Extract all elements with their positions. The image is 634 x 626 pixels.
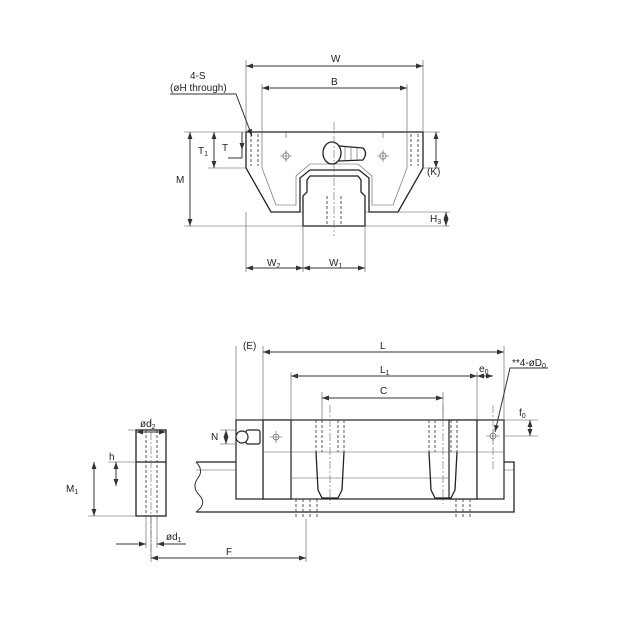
end-plate-left [262, 419, 292, 500]
callout-4s-line2: (øH through) [170, 83, 227, 94]
dim-e-label: (E) [243, 341, 256, 352]
dim-c-label: C [380, 386, 387, 397]
dim-w2-label: W2 [267, 258, 280, 270]
dim-l-label: L [380, 341, 386, 352]
callout-d0-label: **4-øD0 [512, 358, 546, 370]
dim-n-label: N [211, 432, 218, 443]
dim-f-label: F [226, 547, 232, 558]
front-view: W B 4-S (øH through) T1 T M (K) H3 W2 W1 [170, 54, 450, 272]
dim-h-label: h [109, 452, 115, 463]
grease-nipple [322, 141, 367, 165]
dim-t-label: T [222, 143, 228, 154]
dim-l1-label: L1 [380, 365, 390, 377]
dim-h3-label: H3 [430, 214, 441, 226]
dim-d1-label: ød1 [166, 532, 182, 544]
dim-f0-label: f0 [519, 408, 526, 420]
side-grease-nipple [235, 429, 282, 445]
side-block-body [262, 419, 478, 500]
end-plate-right [448, 419, 478, 500]
dim-m1-label: M1 [66, 484, 78, 496]
side-view: (E) L L1 e0 **4-øD0 C f0 N ød2 h M1 ød1 … [66, 341, 548, 562]
front-block-outline [245, 131, 424, 213]
dim-b-label: B [331, 77, 338, 88]
dim-e0-label: e0 [479, 364, 489, 376]
dim-m-label: M [176, 175, 184, 186]
dim-k-label: (K) [427, 167, 440, 178]
dim-d2-label: ød2 [140, 419, 156, 431]
dim-w-label: W [331, 54, 341, 65]
callout-4s-line1: 4-S [190, 71, 206, 82]
dim-w1-label: W1 [329, 258, 342, 270]
dim-t1-label: T1 [198, 146, 208, 158]
